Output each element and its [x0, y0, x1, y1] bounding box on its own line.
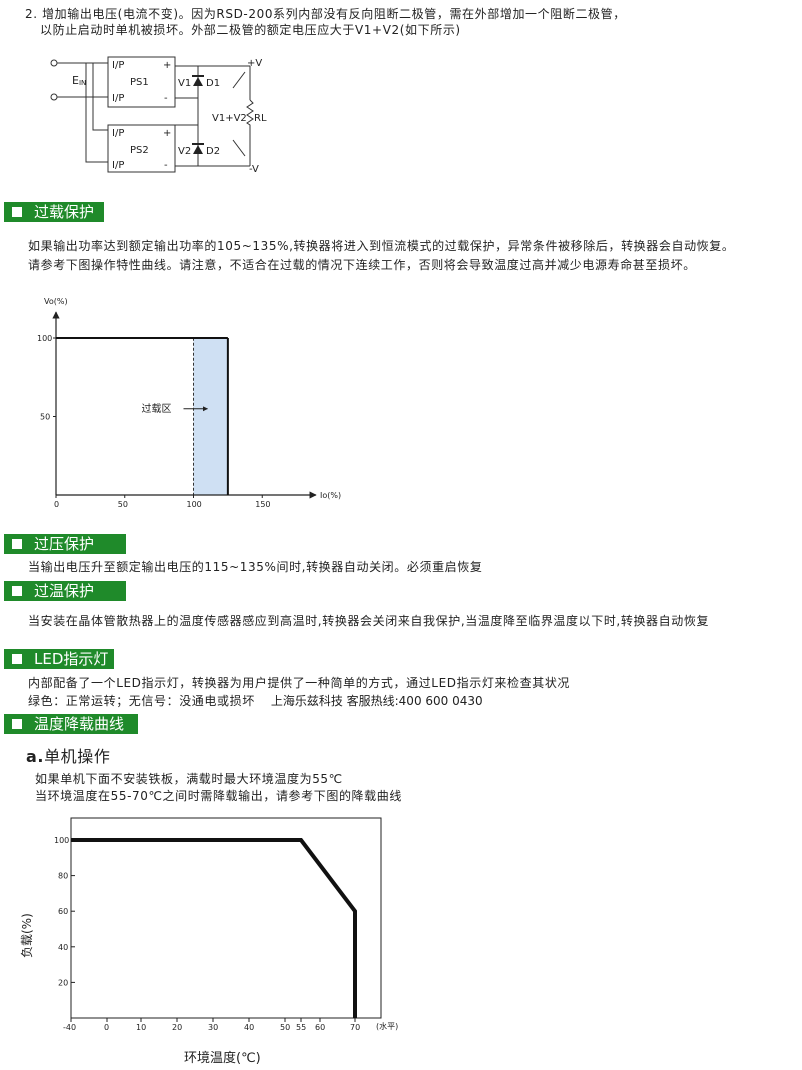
ps1-label: PS1 — [130, 77, 149, 88]
chart1-y-tick-label: 100 — [37, 334, 52, 343]
ps2-label: PS2 — [130, 145, 149, 156]
chart2-ylabel: 负载(%) — [20, 913, 34, 958]
ps2-ip-bottom: I/P — [112, 160, 124, 171]
section-led-header: LED指示灯 — [4, 649, 114, 669]
chart1-x-tick-label: 150 — [255, 500, 270, 509]
d2-label: D2 — [206, 146, 220, 157]
overvoltage-text: 当输出电压升至额定输出电压的115~135%间时,转换器自动关闭。必须重启恢复 — [28, 560, 483, 574]
chart2-x-tick-label: 55 — [296, 1023, 306, 1032]
section-overload-header: 过载保护 — [4, 202, 104, 222]
square-bullet-icon — [12, 654, 22, 664]
chart2-x-tick-label: 50 — [280, 1023, 290, 1032]
section-overvoltage-header: 过压保护 — [4, 534, 126, 554]
chart1-ylabel: Vo(%) — [44, 297, 68, 306]
led-status-text: 绿色：正常运转；无信号：没通电或损坏 — [28, 694, 255, 708]
chart1-x-tick-label: 100 — [187, 500, 202, 509]
intro-line-1: 2. 增加输出电压(电流不变)。因为RSD-200系列内部没有反向阻断二极管，需… — [25, 7, 626, 21]
chart1-x-tick-label: 0 — [54, 500, 59, 509]
chart2-x-tick-label: 0 — [104, 1023, 109, 1032]
chart2-x-tick-label: 40 — [244, 1023, 254, 1032]
rl-label: RL — [254, 113, 267, 124]
derating-line-2: 当环境温度在55-70℃之间时需降载输出，请参考下图的降载曲线 — [35, 789, 402, 803]
ps1-box — [107, 56, 176, 108]
overload-zone — [193, 337, 229, 496]
chart2-y-tick-label: 20 — [58, 978, 68, 987]
overload-line-1: 如果输出功率达到额定输出功率的105~135%,转换器将进入到恒流模式的过载保护… — [28, 239, 735, 253]
hotline-text: 上海乐兹科技 客服热线:400 600 0430 — [270, 694, 483, 708]
d1-label: D1 — [206, 78, 220, 89]
ps1-plus: + — [163, 60, 171, 71]
derating-curve-chart: -40 0 10 20 30 40 50 55 60 70 20 40 60 80 100 (水平) 环境温… — [20, 817, 398, 1066]
vsum-label: V1+V2 — [212, 113, 247, 124]
diode-d2-icon — [193, 145, 203, 154]
v1-label: V1 — [178, 78, 191, 89]
square-bullet-icon — [12, 719, 22, 729]
ps1-ip-top: I/P — [112, 60, 124, 71]
section-derating-header: 温度降载曲线 — [4, 714, 138, 734]
section-led-title: LED指示灯 — [34, 650, 109, 668]
chart2-frame — [70, 817, 382, 1019]
chart2-x-tick-label: 30 — [208, 1023, 218, 1032]
square-bullet-icon — [12, 539, 22, 549]
chart2-x-tick-label: 20 — [172, 1023, 182, 1032]
vplus-label: +V — [247, 58, 262, 69]
led-line-2: 绿色：正常运转；无信号：没通电或损坏 上海乐兹科技 客服热线:400 600 04… — [28, 693, 483, 709]
input-terminal-top — [50, 59, 58, 67]
chart2-y-tick-label: 100 — [54, 836, 69, 845]
input-terminal-bottom — [50, 93, 58, 101]
overload-zone-label: 过载区 — [142, 402, 172, 415]
overload-line-2: 请参考下图操作特性曲线。请注意，不适合在过载的情况下连续工作，否则将会导致温度过… — [28, 258, 696, 272]
section-overvoltage-title: 过压保护 — [34, 535, 95, 553]
chart1-x-tick-label: 50 — [118, 500, 128, 509]
chart2-xlabel: 环境温度(℃) — [184, 1050, 261, 1066]
chart1-xlabel: Io(%) — [320, 491, 341, 500]
v2-label: V2 — [178, 146, 191, 157]
chart2-y-tick-label: 60 — [58, 907, 68, 916]
chart1-y-tick-label: 50 — [40, 413, 50, 422]
chart2-y-tick-label: 80 — [58, 872, 68, 881]
derating-subtitle: a.单机操作 — [26, 747, 110, 767]
subtitle-text: 单机操作 — [44, 747, 111, 766]
overload-characteristic-chart: 0 50 100 150 50 100 Vo(%) Io(%) 过载区 — [37, 297, 341, 509]
ps1-ip-bottom: I/P — [112, 93, 124, 104]
ps2-plus: + — [163, 128, 171, 139]
chart2-x-tick-label: -40 — [63, 1023, 76, 1032]
section-overtemp-title: 过温保护 — [34, 582, 95, 600]
section-overload-title: 过载保护 — [34, 203, 95, 221]
ps2-ip-top: I/P — [112, 128, 124, 139]
subtitle-index: a. — [26, 747, 45, 766]
chart2-x-tick-label: 60 — [315, 1023, 325, 1032]
ps1-minus: - — [164, 93, 168, 104]
square-bullet-icon — [12, 207, 22, 217]
chart2-x-tick-label: 10 — [136, 1023, 146, 1032]
square-bullet-icon — [12, 586, 22, 596]
derating-line-1: 如果单机下面不安装铁板，满载时最大环境温度为55℃ — [35, 772, 343, 786]
series-connection-diagram: EIN I/P I/P PS1 + - I/P I/P PS2 + - V1 D… — [50, 56, 267, 175]
derating-curve-line — [71, 838, 357, 1018]
chart2-x-tick-label: 70 — [350, 1023, 360, 1032]
vminus-label: -V — [249, 164, 259, 175]
diode-d1-icon — [193, 77, 203, 86]
chart2-x-unit: (水平) — [376, 1021, 398, 1031]
intro-line-2: 以防止启动时单机被损坏。外部二极管的额定电压应大于V1+V2(如下所示) — [40, 23, 461, 37]
overtemp-text: 当安装在晶体管散热器上的温度传感器感应到高温时,转换器会关闭来自我保护,当温度降… — [28, 614, 710, 628]
ein-label: EIN — [72, 74, 86, 87]
section-derating-title: 温度降载曲线 — [34, 715, 125, 733]
led-line-1: 内部配备了一个LED指示灯，转换器为用户提供了一种简单的方式，通过LED指示灯来… — [28, 676, 571, 690]
ps2-minus: - — [164, 160, 168, 171]
section-overtemp-header: 过温保护 — [4, 581, 126, 601]
ps2-box — [107, 124, 176, 173]
chart2-y-tick-label: 40 — [58, 943, 68, 952]
